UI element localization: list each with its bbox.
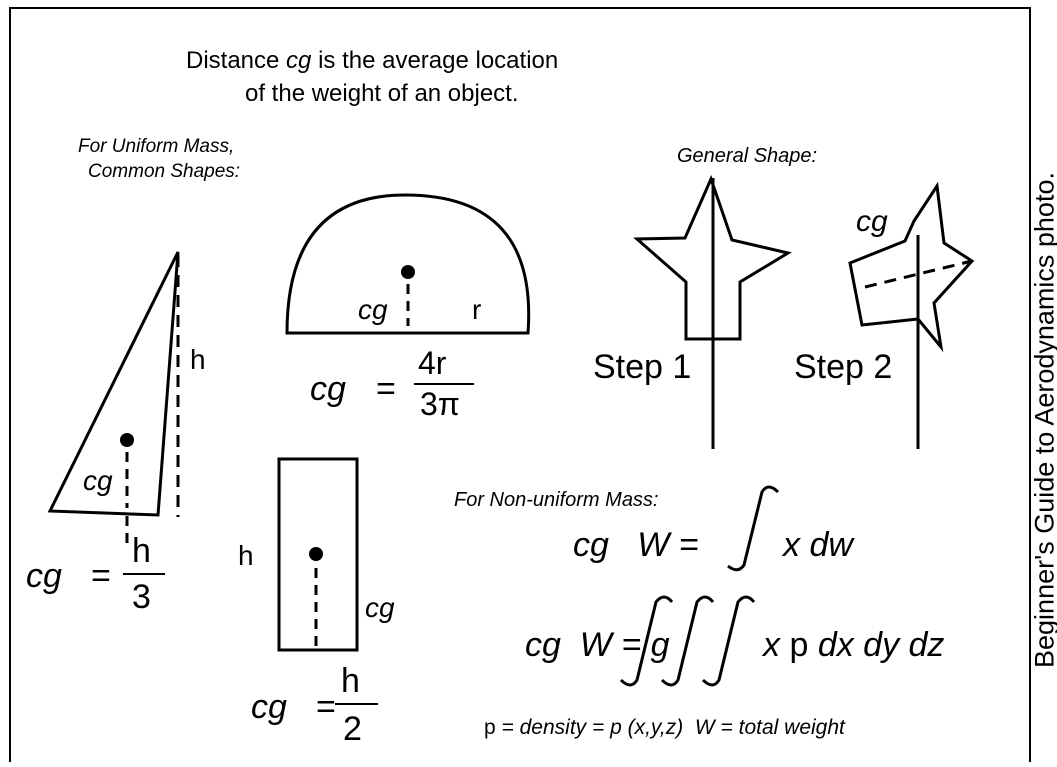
eq2-lhs: cg W = g [525, 626, 670, 664]
rectangle-shape [277, 457, 359, 652]
rectangle-cg-label: cg [365, 592, 395, 623]
step2-cg-dash [864, 259, 973, 289]
definitions: p = density = p (x,y,z) W = total weight [484, 717, 845, 738]
triangle-cg-label: cg [83, 465, 113, 496]
semicircle-cg-dot [401, 265, 415, 279]
integral-1 [727, 485, 780, 572]
triangle-h-label: h [190, 344, 206, 375]
semicircle-formula-eq: = [376, 370, 396, 408]
definitions-rest: = density = p (x,y,z) W = total weight [495, 716, 845, 739]
header-line-1: Distance cg is the average location [186, 49, 558, 73]
eq1-rhs: x dw [783, 526, 853, 564]
header-line-1-prefix: Distance [186, 47, 287, 74]
semicircle-formula-lhs: cg [310, 370, 346, 408]
eq2-x: x [763, 626, 780, 664]
rectangle-h-label: h [238, 540, 254, 571]
semicircle-fraction-bar [414, 383, 474, 385]
triangle-formula-num: h [132, 532, 151, 570]
triangle-fraction-bar [123, 573, 165, 575]
rectangle-formula-num: h [341, 662, 360, 700]
rectangle-cg-dot [309, 547, 323, 561]
integral-3 [660, 595, 715, 687]
header-line-2: of the weight of an object. [245, 80, 519, 107]
triangle-formula-lhs: cg [26, 557, 62, 595]
eq2-rhs: x p dx dy dz [763, 628, 944, 662]
semicircle-r-label: r [472, 294, 482, 325]
rectangle-formula-eq: = [316, 688, 336, 726]
step2-label: Step 2 [794, 348, 893, 386]
uniform-label-2: Common Shapes: [88, 161, 241, 182]
header-line-1-var: cg [286, 47, 312, 74]
triangle-formula-eq: = [91, 557, 111, 595]
general-shape-label: General Shape: [677, 145, 818, 167]
nonuniform-title: For Non-uniform Mass: [454, 489, 659, 511]
semicircle-shape [285, 193, 531, 335]
step2-star [848, 181, 975, 353]
semicircle-formula-den: 3π [420, 386, 460, 422]
integral-4 [701, 595, 756, 687]
triangle-cg-dot [120, 433, 134, 447]
rectangle-formula-den: 2 [343, 710, 362, 748]
eq2-differentials: dx dy dz [817, 626, 945, 664]
semicircle-formula-num: 4r [418, 345, 447, 381]
definitions-p: p [484, 716, 496, 739]
integral-2 [619, 595, 674, 687]
step2-cg-label: cg [856, 205, 888, 238]
triangle-formula-den: 3 [132, 578, 151, 616]
eq2-p: p [780, 626, 818, 664]
triangle-shape [47, 251, 180, 517]
step1-label: Step 1 [593, 348, 692, 386]
eq1-lhs: cg W = [573, 526, 699, 564]
credit-text: Beginner's Guide to Aerodynamics photo. [1029, 172, 1057, 668]
header-line-1-suffix: is the average location [311, 47, 559, 74]
rectangle-fraction-bar [335, 703, 378, 705]
rectangle-formula-lhs: cg [251, 688, 287, 726]
uniform-label-1: For Uniform Mass, [78, 136, 235, 157]
diagram-frame [9, 7, 1031, 762]
semicircle-cg-label: cg [358, 294, 388, 325]
